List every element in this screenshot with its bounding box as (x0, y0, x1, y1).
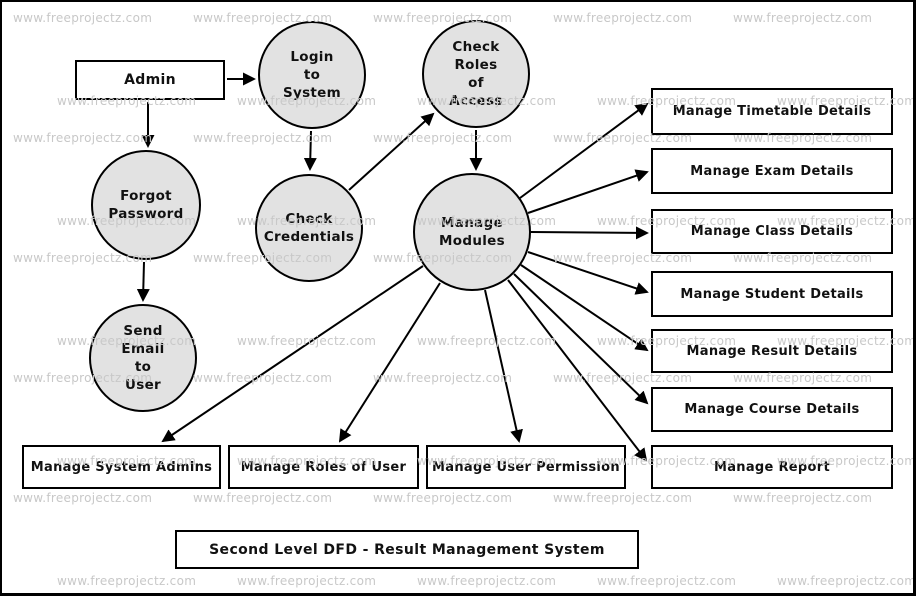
flow-arrow-forgot_password-send_email (136, 261, 150, 302)
datastore-manage-user-permission: Manage User Permission (426, 445, 626, 489)
datastore-manage-result-details: Manage Result Details (651, 329, 893, 373)
flow-arrow-manage_modules-report (507, 279, 648, 462)
process-check-credentials: Check Credentials (255, 174, 363, 282)
process-send-email-to-user: Send Email to User (89, 304, 197, 412)
process-manage-modules: Manage Modules (413, 173, 531, 291)
flow-arrow-manage_modules-user_permission (484, 289, 523, 443)
datastore-manage-student-details: Manage Student Details (651, 271, 893, 317)
flow-arrow-login-check_credentials (303, 130, 317, 171)
flow-arrow-manage_modules-student (527, 251, 649, 295)
diagram-title: Second Level DFD - Result Management Sys… (175, 530, 639, 569)
flow-arrow-check_credentials-check_roles (348, 112, 435, 191)
flow-arrow-manage_modules-timetable (519, 102, 649, 199)
flow-arrow-manage_modules-class (530, 226, 649, 240)
entity-admin: Admin (75, 60, 225, 100)
flow-arrow-manage_modules-exam (527, 169, 649, 214)
datastore-manage-class-details: Manage Class Details (651, 209, 893, 254)
flow-arrow-manage_modules-course (513, 273, 649, 405)
flow-arrow-manage_modules-system_admins (161, 265, 424, 443)
process-login-to-system: Login to System (258, 21, 366, 129)
datastore-manage-course-details: Manage Course Details (651, 387, 893, 432)
flow-arrow-manage_modules-roles_of_user (338, 282, 441, 443)
flow-arrow-manage_modules-result (520, 264, 649, 352)
process-check-roles-of-access: Check Roles of Access (422, 20, 530, 128)
datastore-manage-roles-of-user: Manage Roles of User (228, 445, 419, 489)
datastore-manage-timetable-details: Manage Timetable Details (651, 88, 893, 135)
datastore-manage-report: Manage Report (651, 445, 893, 489)
datastore-manage-exam-details: Manage Exam Details (651, 148, 893, 194)
datastore-manage-system-admins: Manage System Admins (22, 445, 221, 489)
process-forgot-password: Forgot Password (91, 150, 201, 260)
